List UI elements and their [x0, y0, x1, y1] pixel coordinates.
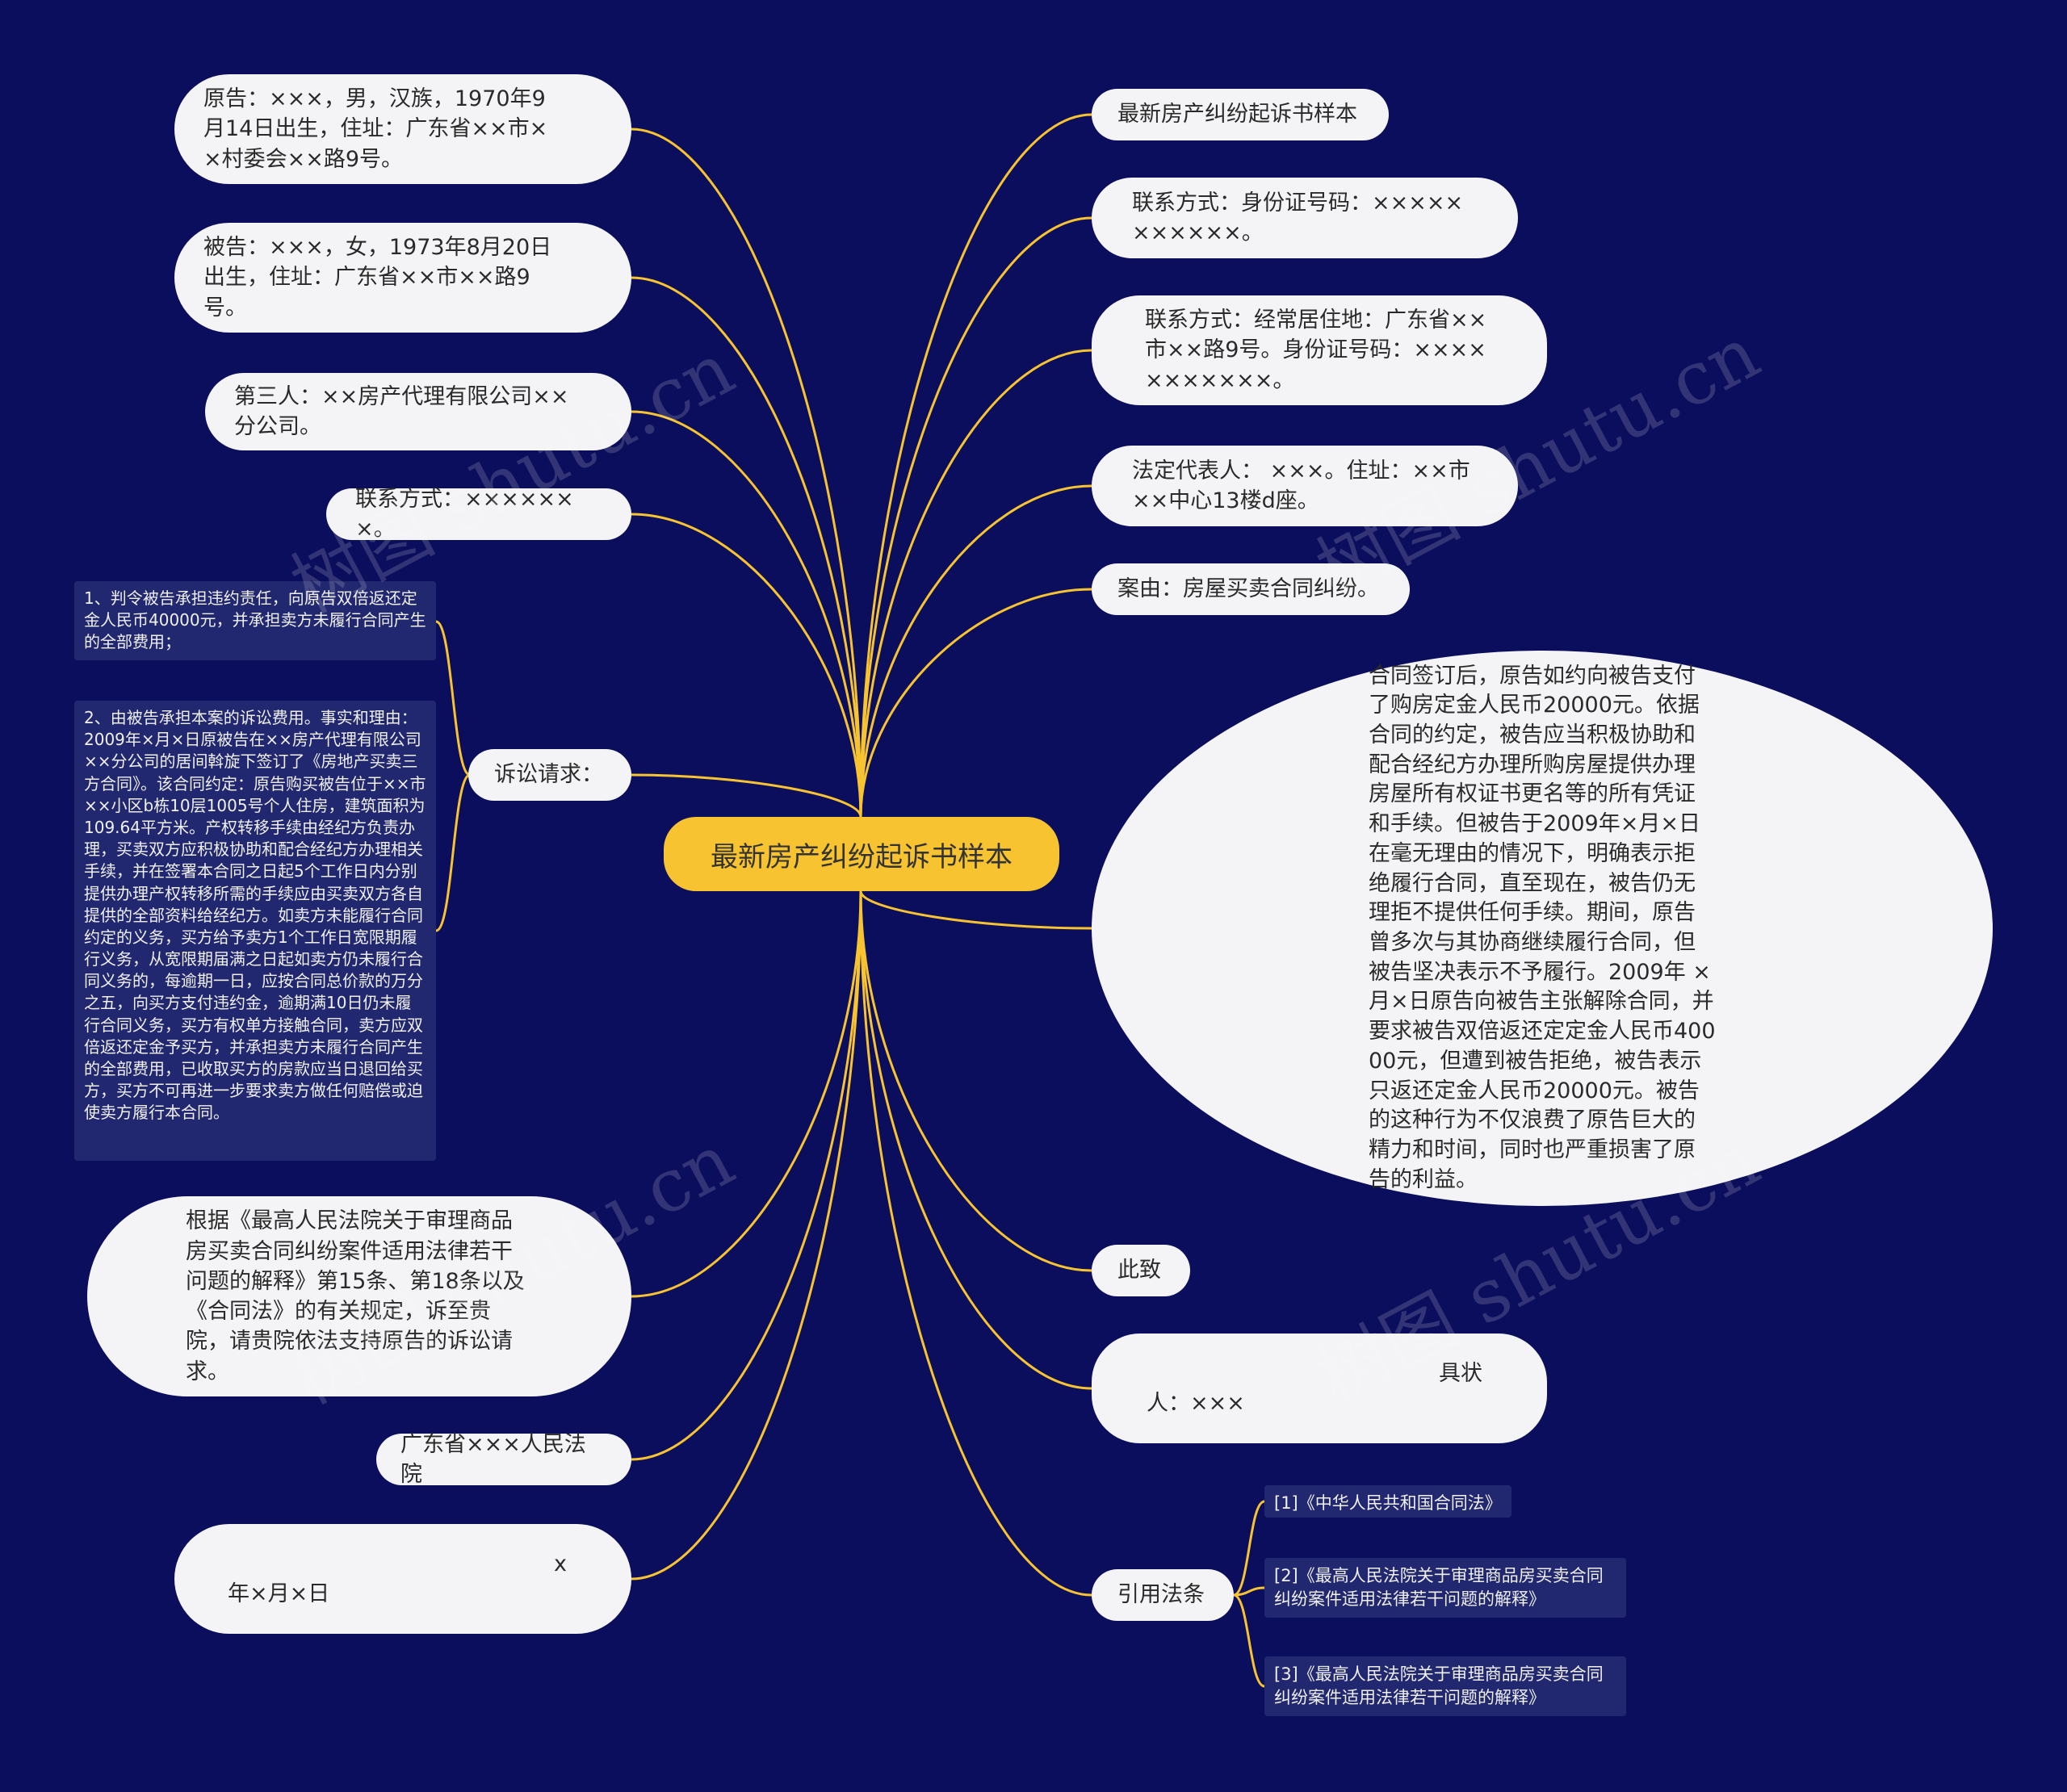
law-note-3[interactable]: [3]《最高人民法院关于审理商品房买卖合同纠纷案件适用法律若干问题的解释》: [1264, 1656, 1626, 1716]
node-defendant[interactable]: 被告：×××，女，1973年8月20日出生，住址：广东省××市××路9号。: [174, 223, 631, 333]
link-left-6: [631, 890, 862, 1461]
node-facts[interactable]: 合同签订后，原告如约向被告支付了购房定金人民币20000元。依据合同的约定，被告…: [1092, 651, 1993, 1206]
link-right-4: [859, 588, 1092, 818]
law-note-2[interactable]: [2]《最高人民法院关于审理商品房买卖合同纠纷案件适用法律若干问题的解释》: [1264, 1558, 1626, 1618]
claim-note-2[interactable]: 2、由被告承担本案的诉讼费用。事实和理由：2009年×月×日原被告在××房产代理…: [74, 701, 436, 1161]
link-left-3: [631, 513, 862, 818]
link-law-1: [1233, 1500, 1265, 1597]
link-claim-2: [435, 773, 471, 932]
link-left-4: [631, 773, 862, 818]
link-left-5: [631, 890, 862, 1298]
link-right-0: [859, 113, 1092, 818]
node-salutation[interactable]: 此致: [1092, 1245, 1190, 1296]
node-legal-basis[interactable]: 根据《最高人民法院关于审理商品房买卖合同纠纷案件适用法律若干问题的解释》第15条…: [87, 1196, 631, 1396]
link-left-1: [631, 276, 862, 818]
node-title-right[interactable]: 最新房产纠纷起诉书样本: [1092, 89, 1389, 140]
node-court[interactable]: 广东省×××人民法院: [376, 1432, 631, 1487]
node-cited-laws[interactable]: 引用法条: [1092, 1569, 1234, 1621]
law-note-1[interactable]: [1]《中华人民共和国合同法》: [1264, 1485, 1511, 1518]
node-claims[interactable]: 诉讼请求：: [468, 749, 631, 801]
link-left-7: [631, 890, 862, 1581]
link-right-3: [859, 484, 1092, 818]
claim-note-1[interactable]: 1、判令被告承担违约责任，向原告双倍返还定金人民币40000元，并承担卖方未履行…: [74, 581, 436, 660]
node-contact-address[interactable]: 联系方式：经常居住地：广东省××市××路9号。身份证号码：×××××××××××…: [1092, 295, 1547, 405]
link-law-2: [1233, 1586, 1265, 1597]
node-contact-id[interactable]: 联系方式：身份证号码：×××××××××××。: [1092, 178, 1518, 258]
link-right-5: [859, 890, 1092, 930]
node-third-party[interactable]: 第三人：××房产代理有限公司××分公司。: [205, 373, 631, 450]
link-left-0: [631, 128, 862, 818]
link-right-2: [859, 349, 1092, 818]
link-right-6: [859, 890, 1092, 1272]
node-date[interactable]: x年×月×日: [174, 1524, 631, 1634]
link-right-8: [859, 890, 1092, 1597]
link-right-1: [859, 216, 1092, 818]
node-legal-rep[interactable]: 法定代表人： ×××。住址：××市××中心13楼d座。: [1092, 446, 1518, 526]
link-claim-1: [435, 620, 471, 777]
node-cause[interactable]: 案由：房屋买卖合同纠纷。: [1092, 563, 1410, 615]
node-signature[interactable]: 具状人：×××: [1092, 1334, 1547, 1443]
link-left-2: [631, 410, 862, 818]
link-right-7: [859, 890, 1092, 1390]
central-topic[interactable]: 最新房产纠纷起诉书样本: [664, 817, 1059, 891]
node-contact-left[interactable]: 联系方式：×××××××。: [326, 487, 631, 542]
node-plaintiff[interactable]: 原告：×××，男，汉族，1970年9月14日出生，住址：广东省××市××村委会×…: [174, 74, 631, 184]
link-law-3: [1233, 1593, 1265, 1688]
